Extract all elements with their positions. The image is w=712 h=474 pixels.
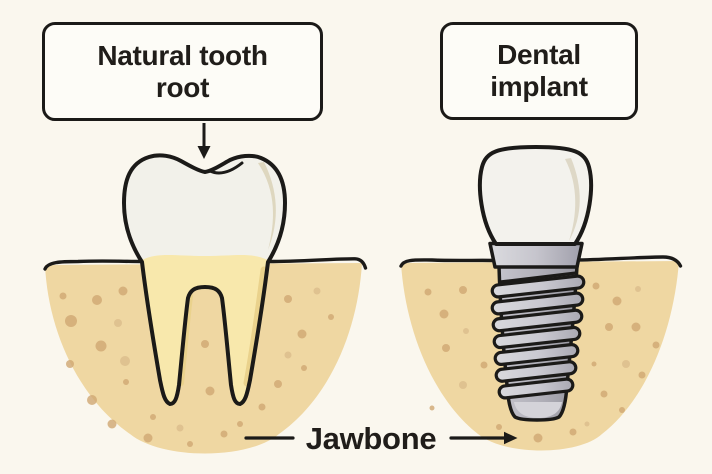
tooth-crown-shape xyxy=(124,155,285,260)
jawbone-label: Jawbone xyxy=(305,421,437,456)
implant-threads xyxy=(490,274,586,400)
root-shade xyxy=(243,266,268,387)
callout-line: root xyxy=(155,71,210,103)
implant-neck-line xyxy=(498,271,578,284)
callout-line: implant xyxy=(490,71,588,102)
implant-crown-shape xyxy=(477,145,594,246)
jawbone-leaders xyxy=(244,431,518,445)
bone-surface-line xyxy=(43,259,143,271)
implant-thread xyxy=(492,325,582,350)
implant-thread xyxy=(491,308,584,333)
crown-groove-accent xyxy=(208,161,244,175)
bone-surface-line xyxy=(399,258,499,268)
bone-speckles xyxy=(59,286,334,447)
left-jawbone xyxy=(43,257,368,454)
implant-thread xyxy=(493,343,580,366)
callout-pointer xyxy=(197,123,211,159)
bone-surface-line xyxy=(573,255,683,268)
implant-thread xyxy=(490,291,585,316)
right-arrow-icon xyxy=(504,431,518,445)
implant-crown-shade xyxy=(565,158,580,241)
callout-line: Dental xyxy=(497,39,581,70)
down-arrow-icon xyxy=(197,146,211,159)
jawbone-shape xyxy=(45,263,362,454)
callout-line: Natural tooth xyxy=(97,39,268,71)
tooth-outline xyxy=(122,153,287,406)
natural-tooth-root-callout: Natural tooth root xyxy=(42,22,323,121)
implant-thread xyxy=(497,377,575,400)
implant-abutment xyxy=(488,241,584,269)
bone-surface-line xyxy=(267,257,368,270)
implant-thread xyxy=(494,360,578,383)
dental-implant-callout: Dental implant xyxy=(440,22,638,120)
bone-speckles xyxy=(424,282,660,443)
dental-implant xyxy=(477,145,594,422)
implant-thread xyxy=(490,274,586,299)
crown-shade xyxy=(258,162,276,250)
natural-tooth xyxy=(122,153,287,406)
implant-tip-face xyxy=(514,402,562,418)
